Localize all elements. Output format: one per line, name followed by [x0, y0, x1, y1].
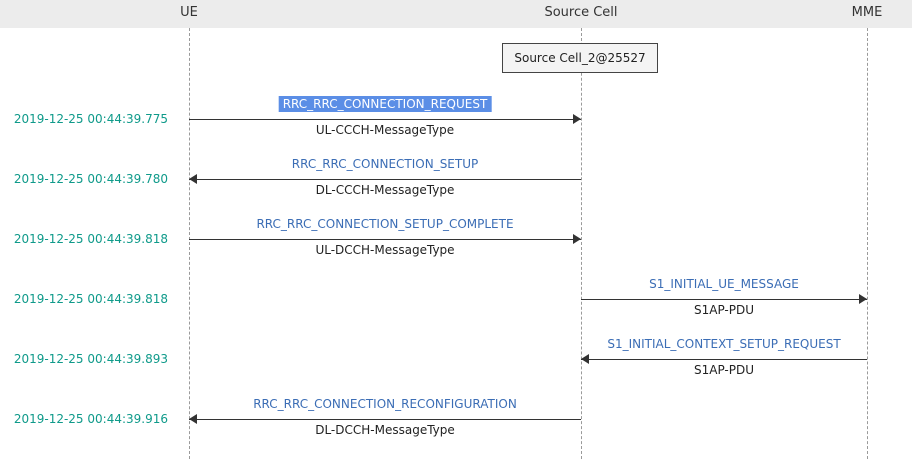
- message-name[interactable]: S1_INITIAL_UE_MESSAGE: [649, 277, 799, 291]
- message-protocol-type: DL-CCCH-MessageType: [315, 183, 455, 197]
- message-timestamp: 2019-12-25 00:44:39.893: [13, 352, 168, 366]
- arrowhead-icon: [573, 114, 581, 124]
- message-timestamp: 2019-12-25 00:44:39.916: [13, 412, 168, 426]
- message-row[interactable]: 2019-12-25 00:44:39.775 RRC_RRC_CONNECTIO…: [0, 96, 912, 148]
- lifeline-source-cell: [581, 28, 582, 459]
- message-timestamp: 2019-12-25 00:44:39.818: [13, 292, 168, 306]
- lifeline-label-source-cell: Source Cell: [544, 5, 618, 20]
- message-timestamp: 2019-12-25 00:44:39.775: [13, 112, 168, 126]
- message-name[interactable]: RRC_RRC_CONNECTION_SETUP_COMPLETE: [256, 217, 514, 231]
- message-timestamp: 2019-12-25 00:44:39.818: [13, 232, 168, 246]
- message-arrow: [189, 419, 581, 420]
- lifeline-mme: [867, 28, 868, 459]
- message-arrow: [189, 119, 581, 120]
- message-timestamp: 2019-12-25 00:44:39.780: [13, 172, 168, 186]
- message-protocol-type: UL-CCCH-MessageType: [315, 123, 455, 137]
- message-protocol-type: DL-DCCH-MessageType: [315, 423, 455, 437]
- message-row[interactable]: 2019-12-25 00:44:39.818 RRC_RRC_CONNECTIO…: [0, 217, 912, 268]
- message-row[interactable]: 2019-12-25 00:44:39.893 S1_INITIAL_CONTEX…: [0, 337, 912, 388]
- message-name[interactable]: RRC_RRC_CONNECTION_SETUP: [291, 157, 479, 171]
- message-arrow: [581, 299, 867, 300]
- lifeline-label-mme: MME: [851, 5, 883, 20]
- source-cell-box: Source Cell_2@25527: [502, 43, 658, 73]
- message-arrow: [581, 359, 867, 360]
- message-arrow: [189, 179, 581, 180]
- message-name[interactable]: RRC_RRC_CONNECTION_REQUEST: [278, 96, 492, 112]
- message-row[interactable]: 2019-12-25 00:44:39.780 RRC_RRC_CONNECTIO…: [0, 157, 912, 208]
- message-arrow: [189, 239, 581, 240]
- arrowhead-icon: [859, 294, 867, 304]
- message-protocol-type: S1AP-PDU: [693, 363, 755, 377]
- arrowhead-icon: [189, 174, 197, 184]
- message-protocol-type: S1AP-PDU: [693, 303, 755, 317]
- lifeline-ue: [189, 28, 190, 459]
- message-name[interactable]: S1_INITIAL_CONTEXT_SETUP_REQUEST: [607, 337, 841, 351]
- lifeline-label-ue: UE: [180, 5, 198, 20]
- message-name[interactable]: RRC_RRC_CONNECTION_RECONFIGURATION: [253, 397, 517, 411]
- arrowhead-icon: [581, 354, 589, 364]
- arrowhead-icon: [573, 234, 581, 244]
- message-row[interactable]: 2019-12-25 00:44:39.818 S1_INITIAL_UE_MES…: [0, 277, 912, 328]
- message-row[interactable]: 2019-12-25 00:44:39.916 RRC_RRC_CONNECTIO…: [0, 397, 912, 448]
- arrowhead-icon: [189, 414, 197, 424]
- lifeline-header: UE Source Cell MME: [0, 0, 912, 28]
- message-protocol-type: UL-DCCH-MessageType: [315, 243, 455, 257]
